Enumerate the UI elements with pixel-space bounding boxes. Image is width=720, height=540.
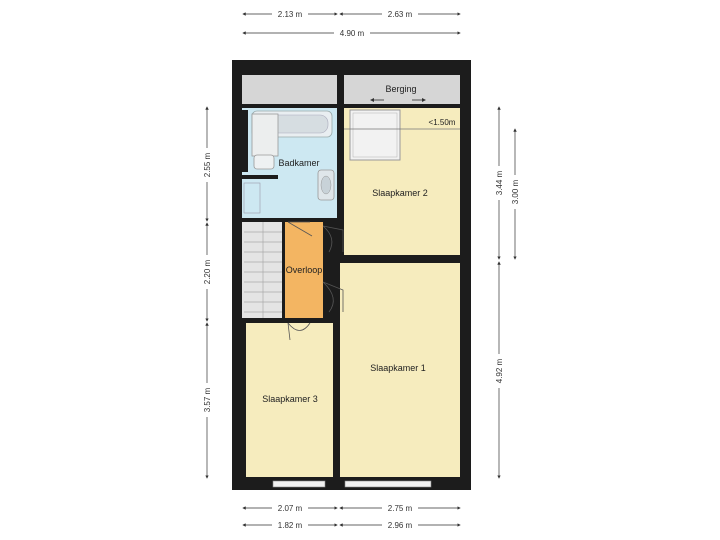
- toilet: [253, 154, 275, 170]
- interior-walls: [242, 70, 460, 478]
- storage-right: [344, 75, 460, 105]
- window-bottom-left: [272, 480, 326, 488]
- dimension-labels: 2.13 m 2.63 m 4.90 m 2.07 m 2.75 m 1.82 …: [201, 9, 521, 530]
- dim-right-bottom: 4.92 m: [495, 358, 504, 383]
- stairs-area: [242, 222, 283, 318]
- bath-cabinet: [251, 113, 279, 157]
- dim-left-bottom: 3.57 m: [203, 387, 212, 412]
- dim-right-top: 3.44 m: [495, 170, 504, 195]
- low-height-note: <1.50m: [429, 118, 456, 127]
- bedroom-3-label: Slaapkamer 3: [262, 394, 318, 404]
- skylight: [349, 109, 401, 161]
- dim-right-inner: 3.00 m: [511, 179, 520, 204]
- bedroom-3-area: [246, 323, 333, 477]
- dim-top-right: 2.63 m: [388, 10, 413, 19]
- bedroom-1-label: Slaapkamer 1: [370, 363, 426, 373]
- dim-bottom-right-b: 2.96 m: [388, 521, 413, 530]
- dim-bottom-right-a: 2.75 m: [388, 504, 413, 513]
- washbasin: [243, 182, 261, 214]
- dim-top-left: 2.13 m: [278, 10, 303, 19]
- landing-area: [285, 222, 323, 318]
- bedroom-2-label: Slaapkamer 2: [372, 188, 428, 198]
- dim-bottom-left-a: 2.07 m: [278, 504, 303, 513]
- landing-label: Overloop: [286, 265, 323, 275]
- doors: [287, 221, 344, 341]
- dim-bottom-left-b: 1.82 m: [278, 521, 303, 530]
- dim-left-middle: 2.20 m: [203, 259, 212, 284]
- staircase: [244, 222, 282, 318]
- storage-left: [242, 75, 337, 105]
- storage-label: Berging: [385, 84, 416, 94]
- dim-left-top: 2.55 m: [203, 152, 212, 177]
- bedroom-1-area: [340, 263, 460, 477]
- bathroom-label: Badkamer: [278, 158, 319, 168]
- dim-top-total: 4.90 m: [340, 29, 365, 38]
- window-bottom-right: [344, 480, 432, 488]
